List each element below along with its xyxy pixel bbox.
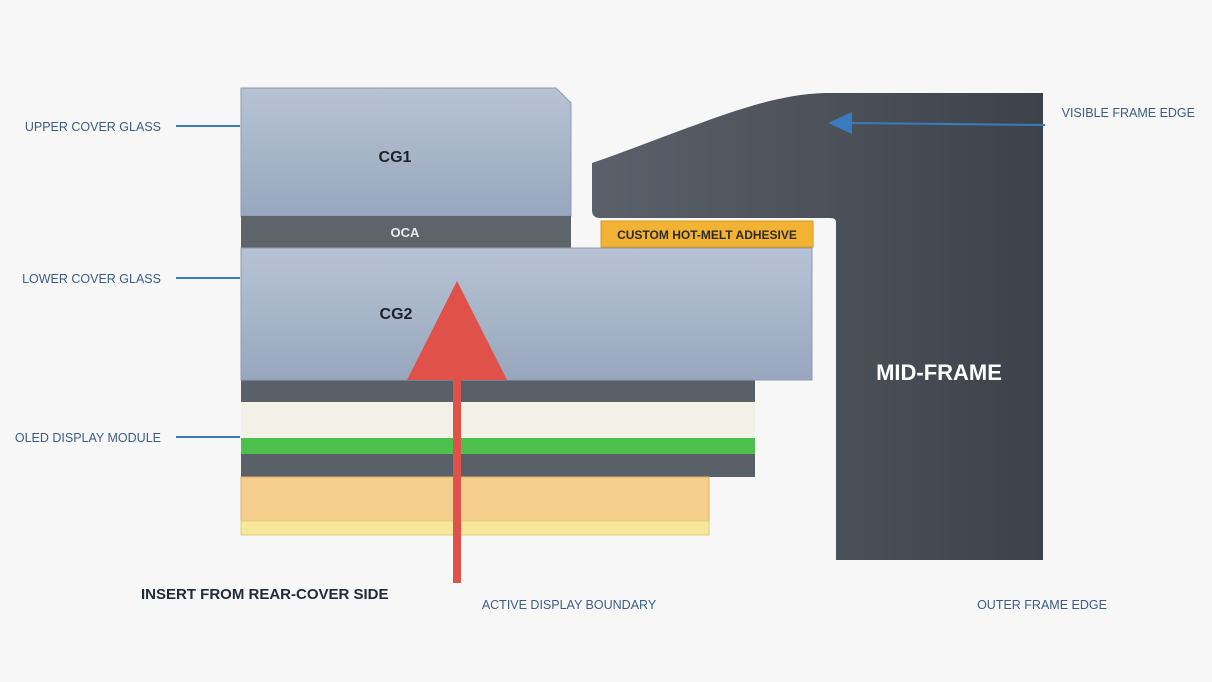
oled-white-layer [241, 402, 755, 438]
oled-dark-top-layer [241, 380, 755, 402]
cg2-label: CG2 [380, 306, 413, 323]
cg2-layer [240, 247, 813, 381]
oca-label: OCA [391, 225, 421, 240]
visible-frame-edge-label: VISIBLE FRAME EDGE [1062, 106, 1195, 120]
insert-arrow-shaft [453, 370, 461, 583]
insert-instruction-label: INSERT FROM REAR-COVER SIDE [141, 586, 389, 603]
oled-dark-bottom-layer [241, 454, 755, 477]
mid-frame [592, 93, 1043, 560]
lower-cover-glass-label: LOWER COVER GLASS [22, 272, 161, 286]
orange-substrate-layer [240, 476, 710, 522]
oca-layer [241, 216, 571, 248]
visible-frame-edge-arrow-head [828, 112, 852, 134]
insert-arrow-head [407, 281, 507, 380]
adhesive-label: CUSTOM HOT-MELT ADHESIVE [617, 228, 797, 242]
oled-green-layer [241, 438, 755, 454]
cg1-label: CG1 [379, 149, 412, 166]
yellow-substrate-layer [240, 520, 710, 536]
hot-melt-adhesive [600, 220, 814, 248]
cg1-layer [240, 87, 572, 217]
upper-cover-glass-label: UPPER COVER GLASS [25, 120, 161, 134]
oled-display-module-label: OLED DISPLAY MODULE [15, 431, 161, 445]
mid-frame-label: MID-FRAME [876, 360, 1002, 385]
visible-frame-edge-arrow-line [847, 122, 1046, 126]
outer-frame-edge-label: OUTER FRAME EDGE [977, 598, 1107, 612]
active-display-boundary-label: ACTIVE DISPLAY BOUNDARY [482, 598, 657, 612]
